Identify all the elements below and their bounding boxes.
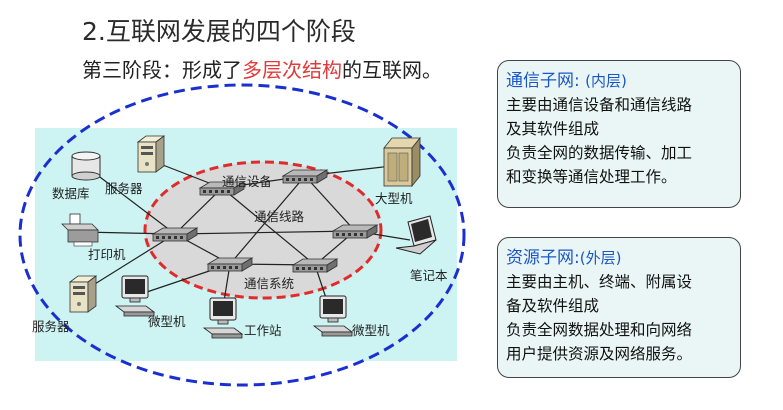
microcomputer-left-icon (115, 275, 155, 317)
mainframe-icon (383, 136, 421, 188)
comm-subnet-tag: (内层) (585, 72, 627, 90)
database-icon (71, 151, 101, 181)
comm-subnet-line-1: 主要由通信设备和通信线路 (506, 96, 693, 114)
label-comm-system: 通信系统 (244, 276, 294, 291)
switch-bottom-left (207, 257, 253, 272)
resource-subnet-line-2: 备及软件组成 (506, 297, 600, 315)
slide-subtitle: 第三阶段：形成了多层次结构的互联网。 (82, 54, 442, 83)
label-server-top: 服务器 (105, 181, 143, 196)
comm-subnet-line-4: 和变换等通信处理工作。 (506, 168, 677, 186)
label-server-bottom: 服务器 (32, 319, 70, 334)
resource-subnet-heading: 资源子网:(外层) (506, 246, 732, 270)
label-microcomputer-right: 微型机 (352, 323, 390, 338)
subtitle-highlight: 多层次结构 (242, 58, 342, 82)
resource-subnet-line-1: 主要由主机、终端、附属设 (506, 273, 693, 291)
comm-subnet-line-2: 及其软件组成 (506, 120, 600, 138)
label-database: 数据库 (52, 186, 90, 201)
resource-subnet-line-3: 负责全网数据处理和向网络 (506, 321, 693, 339)
label-printer: 打印机 (88, 247, 126, 262)
resource-subnet-box: 资源子网:(外层) 主要由主机、终端、附属设 备及软件组成 负责全网数据处理和向… (497, 237, 741, 378)
label-microcomputer-left: 微型机 (148, 314, 186, 329)
subtitle-suffix: 的互联网。 (342, 58, 442, 82)
label-mainframe: 大型机 (375, 191, 413, 206)
printer-icon (61, 213, 99, 247)
switch-left (152, 227, 198, 242)
switch-top-right (282, 169, 328, 184)
slide-title: 2.互联网发展的四个阶段 (82, 17, 356, 46)
comm-subnet-title: 通信子网: (506, 71, 580, 91)
resource-subnet-title: 资源子网: (506, 248, 580, 268)
label-comm-line: 通信线路 (254, 209, 305, 224)
label-workstation: 工作站 (244, 323, 282, 338)
resource-subnet-line-4: 用户提供资源及网络服务。 (506, 345, 693, 363)
switch-right (332, 224, 378, 239)
switch-bottom-right (292, 258, 338, 273)
subtitle-prefix: 第三阶段：形成了 (82, 58, 242, 82)
comm-subnet-line-3: 负责全网的数据传输、加工 (506, 144, 693, 162)
workstation-icon (203, 297, 243, 339)
resource-subnet-tag: (外层) (579, 249, 622, 267)
comm-subnet-heading: 通信子网: (内层) (506, 69, 732, 93)
outer-ellipse (18, 83, 466, 387)
server-bottom-icon (69, 275, 97, 313)
laptop-icon (395, 215, 437, 255)
label-laptop: 笔记本 (410, 268, 448, 283)
server-top-icon (137, 135, 165, 173)
microcomputer-right-icon (313, 295, 353, 337)
label-comm-device: 通信设备 (222, 174, 273, 189)
comm-subnet-box: 通信子网: (内层) 主要由通信设备和通信线路 及其软件组成 负责全网的数据传输… (497, 60, 741, 208)
